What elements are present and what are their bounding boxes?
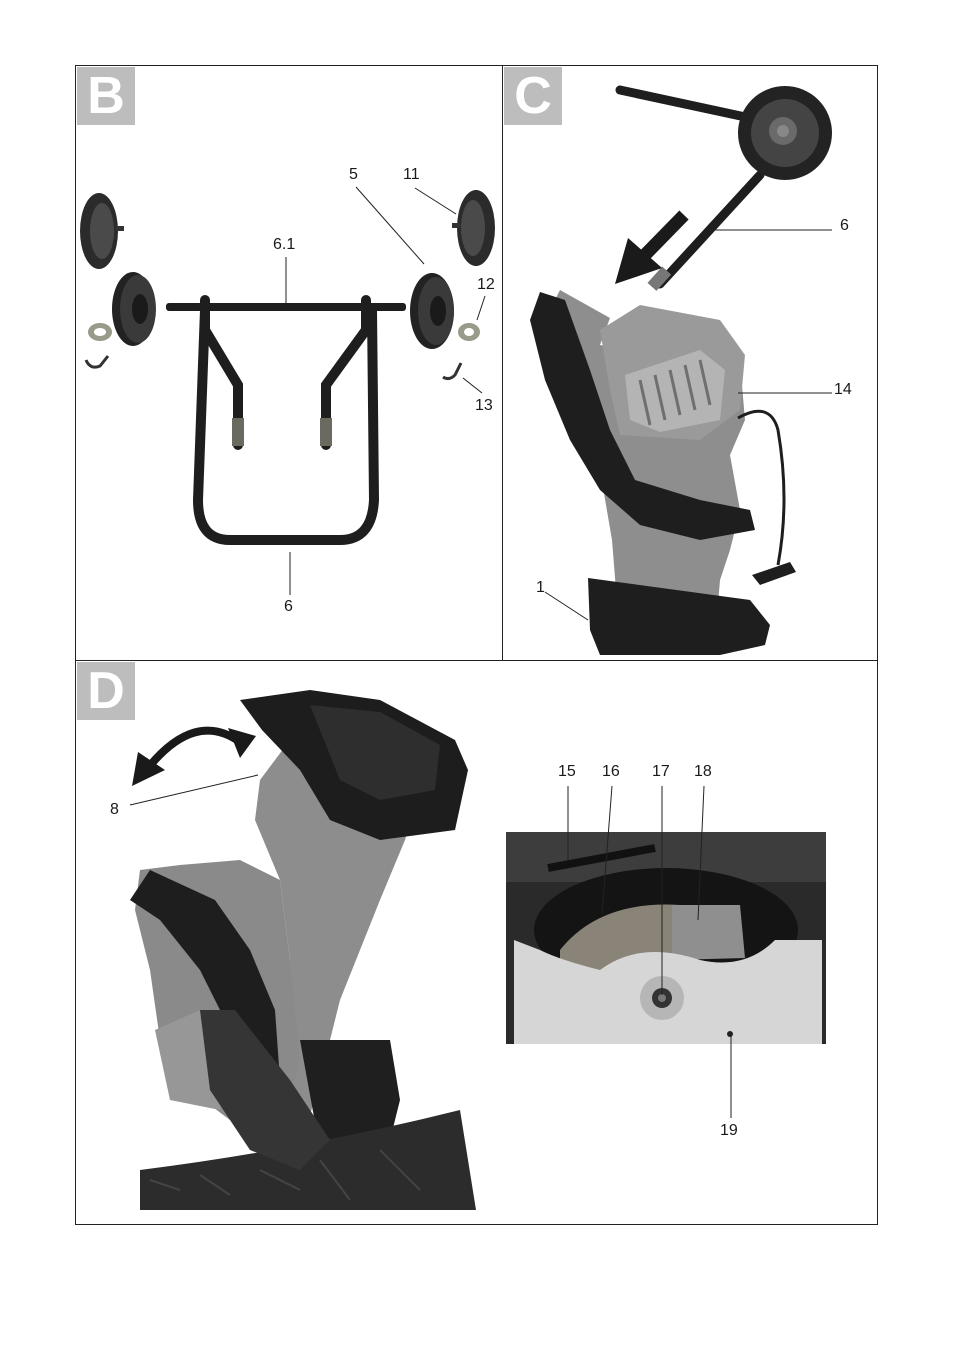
callout-17: 17: [652, 763, 670, 781]
right-hubcap: [452, 190, 495, 266]
left-wheel: [112, 272, 156, 346]
callout-12: 12: [477, 276, 495, 294]
callout-8: 8: [110, 801, 119, 819]
left-hubcap: [80, 193, 124, 269]
wheel-frame: [205, 300, 366, 445]
shredder-body-side: [530, 290, 796, 655]
panel-d-badge: D: [77, 662, 135, 720]
swivel-arrow: [132, 728, 256, 786]
callout-16: 16: [602, 763, 620, 781]
right-wheel: [410, 273, 454, 349]
callout-18: 18: [694, 763, 712, 781]
left-clip: [86, 356, 108, 367]
callout-14: 14: [834, 381, 852, 399]
callout-13: 13: [475, 397, 493, 415]
shredder-with-bag: [130, 690, 476, 1210]
callout-1: 1: [536, 579, 545, 597]
blade-detail-photo: [506, 832, 826, 1044]
callout-6-b: 6: [284, 598, 293, 616]
callout-19: 19: [720, 1122, 738, 1140]
callout-11: 11: [403, 166, 420, 184]
callout-15: 15: [558, 763, 576, 781]
callout-6-c: 6: [840, 217, 849, 235]
frame-wheel: [738, 86, 832, 180]
panel-c-illustration: [530, 86, 832, 655]
panel-b-badge: B: [77, 67, 135, 125]
right-washer: [458, 323, 480, 341]
panel-c-badge: C: [504, 67, 562, 125]
callout-5: 5: [349, 166, 358, 184]
right-clip: [443, 363, 461, 379]
callout-6-1: 6.1: [273, 236, 295, 254]
left-washer: [88, 323, 112, 341]
wheel-frame-lower: [198, 310, 374, 540]
